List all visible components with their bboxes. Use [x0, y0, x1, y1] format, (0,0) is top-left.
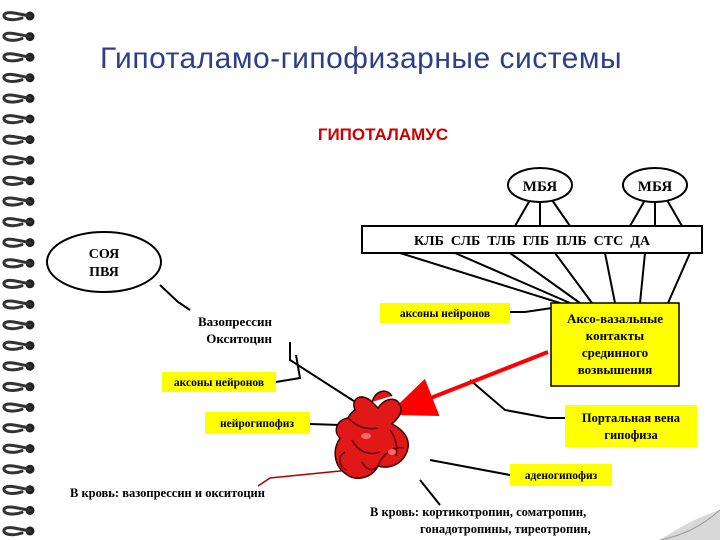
spiral-ring: [2, 52, 32, 63]
nuclei-box: [361, 225, 703, 254]
pvya-label: ПВЯ: [89, 265, 119, 280]
spiral-ring: [2, 217, 32, 228]
spiral-ring: [2, 72, 32, 83]
spiral-ring: [2, 299, 32, 310]
spiral-ring: [2, 361, 32, 372]
axons-left-box: [162, 372, 276, 392]
notebook-spiral-binding: [0, 0, 48, 540]
spiral-ring: [2, 278, 32, 289]
portal-line-2: гипофиза: [604, 428, 658, 442]
soya-pvya-ellipse: [46, 231, 162, 293]
neurohypophysis-box: [205, 412, 310, 434]
blood-left-label: В кровь: вазопрессин и окситоцин: [70, 486, 265, 500]
spiral-ring: [2, 237, 32, 248]
spiral-ring: [2, 320, 32, 331]
oxytocin-label: Окситоцин: [206, 331, 272, 346]
blood-right-line-2: гонадотропины, тиреотропин,: [420, 522, 591, 536]
akso-line-4: возвышения: [578, 362, 653, 377]
akso-line-1: Аксо-вазальные: [567, 311, 663, 326]
portal-vein-box: [565, 405, 697, 447]
spiral-ring: [2, 155, 32, 166]
spiral-ring: [2, 484, 32, 495]
page-curl-decoration: [659, 509, 720, 540]
connector-lines: [159, 199, 691, 506]
spiral-ring: [2, 196, 32, 207]
mbya-right-ellipse: [622, 167, 688, 203]
red-portal-arrow: [387, 350, 549, 417]
soya-label: СОЯ: [89, 247, 119, 262]
axons-top-box: [380, 303, 510, 323]
spiral-ring: [2, 93, 32, 104]
akso-line-2: контакты: [586, 328, 644, 343]
spiral-ring: [2, 134, 32, 145]
mbya-right-label: МБЯ: [638, 179, 673, 195]
spiral-ring: [2, 505, 32, 516]
axons-left-label: аксоны нейронов: [174, 377, 264, 389]
axons-top-label: аксоны нейронов: [400, 308, 490, 320]
hypothalamus-label: ГИПОТАЛАМУС: [318, 125, 448, 144]
mbya-left-ellipse: [507, 167, 573, 203]
akso-line-3: срединного: [582, 345, 648, 360]
vasopressin-label: Вазопрессин: [198, 314, 272, 329]
mbya-left-label: МБЯ: [523, 179, 558, 195]
spiral-ring: [2, 443, 32, 454]
spiral-ring: [2, 175, 32, 186]
spiral-ring: [2, 114, 32, 125]
akso-vasal-box: [550, 302, 680, 387]
spiral-ring: [2, 258, 32, 269]
neurohypophysis-label: нейрогипофиз: [220, 418, 294, 430]
adenohypophysis-box: [510, 464, 612, 486]
spiral-ring: [2, 31, 32, 42]
spiral-ring: [2, 11, 32, 22]
spiral-ring: [2, 423, 32, 434]
portal-line-1: Портальная вена: [582, 411, 681, 425]
spiral-ring: [2, 464, 32, 475]
spiral-ring: [2, 402, 32, 413]
pituitary-gland-illustration: [334, 390, 409, 479]
nuclei-row-label: КЛБ СЛБ ТЛБ ГЛБ ПЛБ СТС ДА: [414, 234, 651, 249]
blood-left-connector: [257, 469, 351, 487]
spiral-ring: [2, 526, 32, 537]
spiral-ring: [2, 381, 32, 392]
page-title: Гипоталамо-гипофизарные системы: [100, 42, 623, 75]
adenohypophysis-label: аденогипофиз: [525, 470, 598, 482]
spiral-ring: [2, 340, 32, 351]
blood-right-line-1: В кровь: кортикотропин, соматропин,: [370, 505, 586, 519]
